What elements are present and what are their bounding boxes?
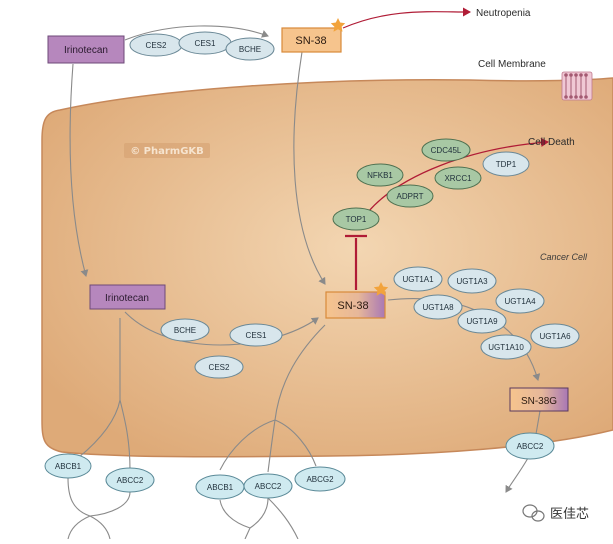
- enzyme-top1-label: TOP1: [346, 215, 367, 224]
- enzyme-ugt1a4-label: UGT1A4: [504, 297, 536, 306]
- enzyme-ugt1a8[interactable]: UGT1A8: [413, 294, 463, 320]
- enzyme-ugt1a6-label: UGT1A6: [539, 332, 571, 341]
- drug-irinotecan-top[interactable]: Irinotecan: [47, 35, 125, 64]
- watermark-text: © PharmGKB: [130, 146, 204, 157]
- enzyme-ces1-top-label: CES1: [195, 39, 216, 48]
- enzyme-tdp1-label: TDP1: [496, 160, 517, 169]
- transporter-abcg2-mid-label: ABCG2: [306, 475, 334, 484]
- arrow-abcc2-efflux: [505, 457, 529, 493]
- label-cell-membrane: Cell Membrane: [478, 59, 546, 70]
- pathway-lines: [67, 25, 541, 540]
- enzyme-ugt1a4[interactable]: UGT1A4: [495, 288, 545, 314]
- arrow-top1-to-cell-death: [367, 138, 549, 213]
- enzyme-bche-top[interactable]: BCHE: [225, 37, 275, 61]
- enzyme-cdc45l-label: CDC45L: [431, 146, 462, 155]
- transporter-abcc2-left[interactable]: ABCC2: [105, 467, 155, 493]
- enzyme-ugt1a10-label: UGT1A10: [488, 343, 524, 352]
- membrane-icon: [561, 71, 593, 101]
- enzyme-cdc45l[interactable]: CDC45L: [421, 138, 471, 162]
- transporter-abcc2-mid[interactable]: ABCC2: [243, 473, 293, 499]
- pharmgkb-watermark: © PharmGKB: [124, 143, 210, 158]
- enzyme-nfkb1-label: NFKB1: [367, 171, 393, 180]
- enzyme-ugt1a9[interactable]: UGT1A9: [457, 308, 507, 334]
- enzyme-ugt1a8-label: UGT1A8: [422, 303, 454, 312]
- drug-sn38g-label: SN-38G: [521, 396, 557, 407]
- transporter-abcb1-left[interactable]: ABCB1: [44, 453, 92, 479]
- star-icon: [330, 18, 346, 32]
- drug-irinotecan-top-label: Irinotecan: [64, 45, 108, 56]
- enzyme-adprt[interactable]: ADPRT: [386, 184, 434, 208]
- enzyme-bche-cell[interactable]: BCHE: [160, 318, 210, 342]
- transporter-abcc2-mid-label: ABCC2: [255, 482, 282, 491]
- enzyme-ces2-cell[interactable]: CES2: [194, 355, 244, 379]
- transporter-abcb1-mid[interactable]: ABCB1: [195, 474, 245, 500]
- enzyme-xrcc1[interactable]: XRCC1: [434, 166, 482, 190]
- arrow-sn38-into-cell: [293, 51, 326, 285]
- enzyme-ces1-top[interactable]: CES1: [178, 31, 232, 55]
- logo-text: 医佳芯: [550, 507, 589, 522]
- label-cell-death: Cell Death: [528, 137, 575, 148]
- drug-sn38-cell[interactable]: SN-38: [325, 282, 389, 319]
- drug-sn38-top-label: SN-38: [295, 35, 326, 47]
- star-icon: [373, 282, 389, 296]
- enzyme-tdp1[interactable]: TDP1: [482, 151, 530, 177]
- wechat-icon: [522, 504, 545, 522]
- enzyme-ces1-cell[interactable]: CES1: [229, 323, 283, 347]
- enzyme-ces2-top[interactable]: CES2: [129, 33, 183, 57]
- transporter-abcc2-right[interactable]: ABCC2: [505, 432, 555, 460]
- enzyme-ces2-top-label: CES2: [146, 41, 167, 50]
- transporter-abcg2-mid[interactable]: ABCG2: [294, 466, 346, 492]
- enzyme-top1[interactable]: TOP1: [332, 207, 380, 231]
- transporter-abcc2-right-label: ABCC2: [517, 442, 544, 451]
- drug-irinotecan-cell-label: Irinotecan: [105, 293, 149, 304]
- enzyme-ugt1a1[interactable]: UGT1A1: [393, 266, 443, 292]
- arrow-irinotecan-into-cell: [69, 63, 89, 277]
- wechat-logo: 医佳芯: [522, 504, 589, 522]
- label-neutropenia: Neutropenia: [476, 8, 531, 19]
- enzyme-nfkb1[interactable]: NFKB1: [356, 163, 404, 187]
- drug-sn38-top[interactable]: SN-38: [281, 18, 346, 53]
- enzyme-ugt1a3-label: UGT1A3: [456, 277, 488, 286]
- enzyme-bche-cell-label: BCHE: [174, 326, 196, 335]
- drug-sn38g[interactable]: SN-38G: [509, 387, 569, 412]
- transporter-abcb1-left-label: ABCB1: [55, 462, 82, 471]
- enzyme-bche-top-label: BCHE: [239, 45, 261, 54]
- label-cancer-cell: Cancer Cell: [540, 252, 588, 262]
- drug-sn38-cell-label: SN-38: [337, 300, 368, 312]
- drug-irinotecan-cell[interactable]: Irinotecan: [89, 284, 166, 310]
- enzyme-ugt1a10[interactable]: UGT1A10: [480, 334, 532, 360]
- enzyme-ugt1a1-label: UGT1A1: [402, 275, 434, 284]
- arrow-irinotecan-to-sn38-top: [124, 25, 269, 41]
- enzyme-xrcc1-label: XRCC1: [444, 174, 472, 183]
- enzyme-ces2-cell-label: CES2: [209, 363, 230, 372]
- enzyme-ugt1a6[interactable]: UGT1A6: [530, 323, 580, 349]
- enzyme-ugt1a3[interactable]: UGT1A3: [447, 268, 497, 294]
- inhibition-sn38-top1: [345, 234, 367, 290]
- arrow-sn38-to-neutropenia: [342, 7, 471, 29]
- enzyme-ces1-cell-label: CES1: [246, 331, 267, 340]
- enzyme-adprt-label: ADPRT: [397, 192, 424, 201]
- transporter-abcc2-left-label: ABCC2: [117, 476, 144, 485]
- arrow-irinotecan-to-sn38-cell: [124, 311, 319, 346]
- enzyme-ugt1a9-label: UGT1A9: [466, 317, 498, 326]
- transporter-abcb1-mid-label: ABCB1: [207, 483, 234, 492]
